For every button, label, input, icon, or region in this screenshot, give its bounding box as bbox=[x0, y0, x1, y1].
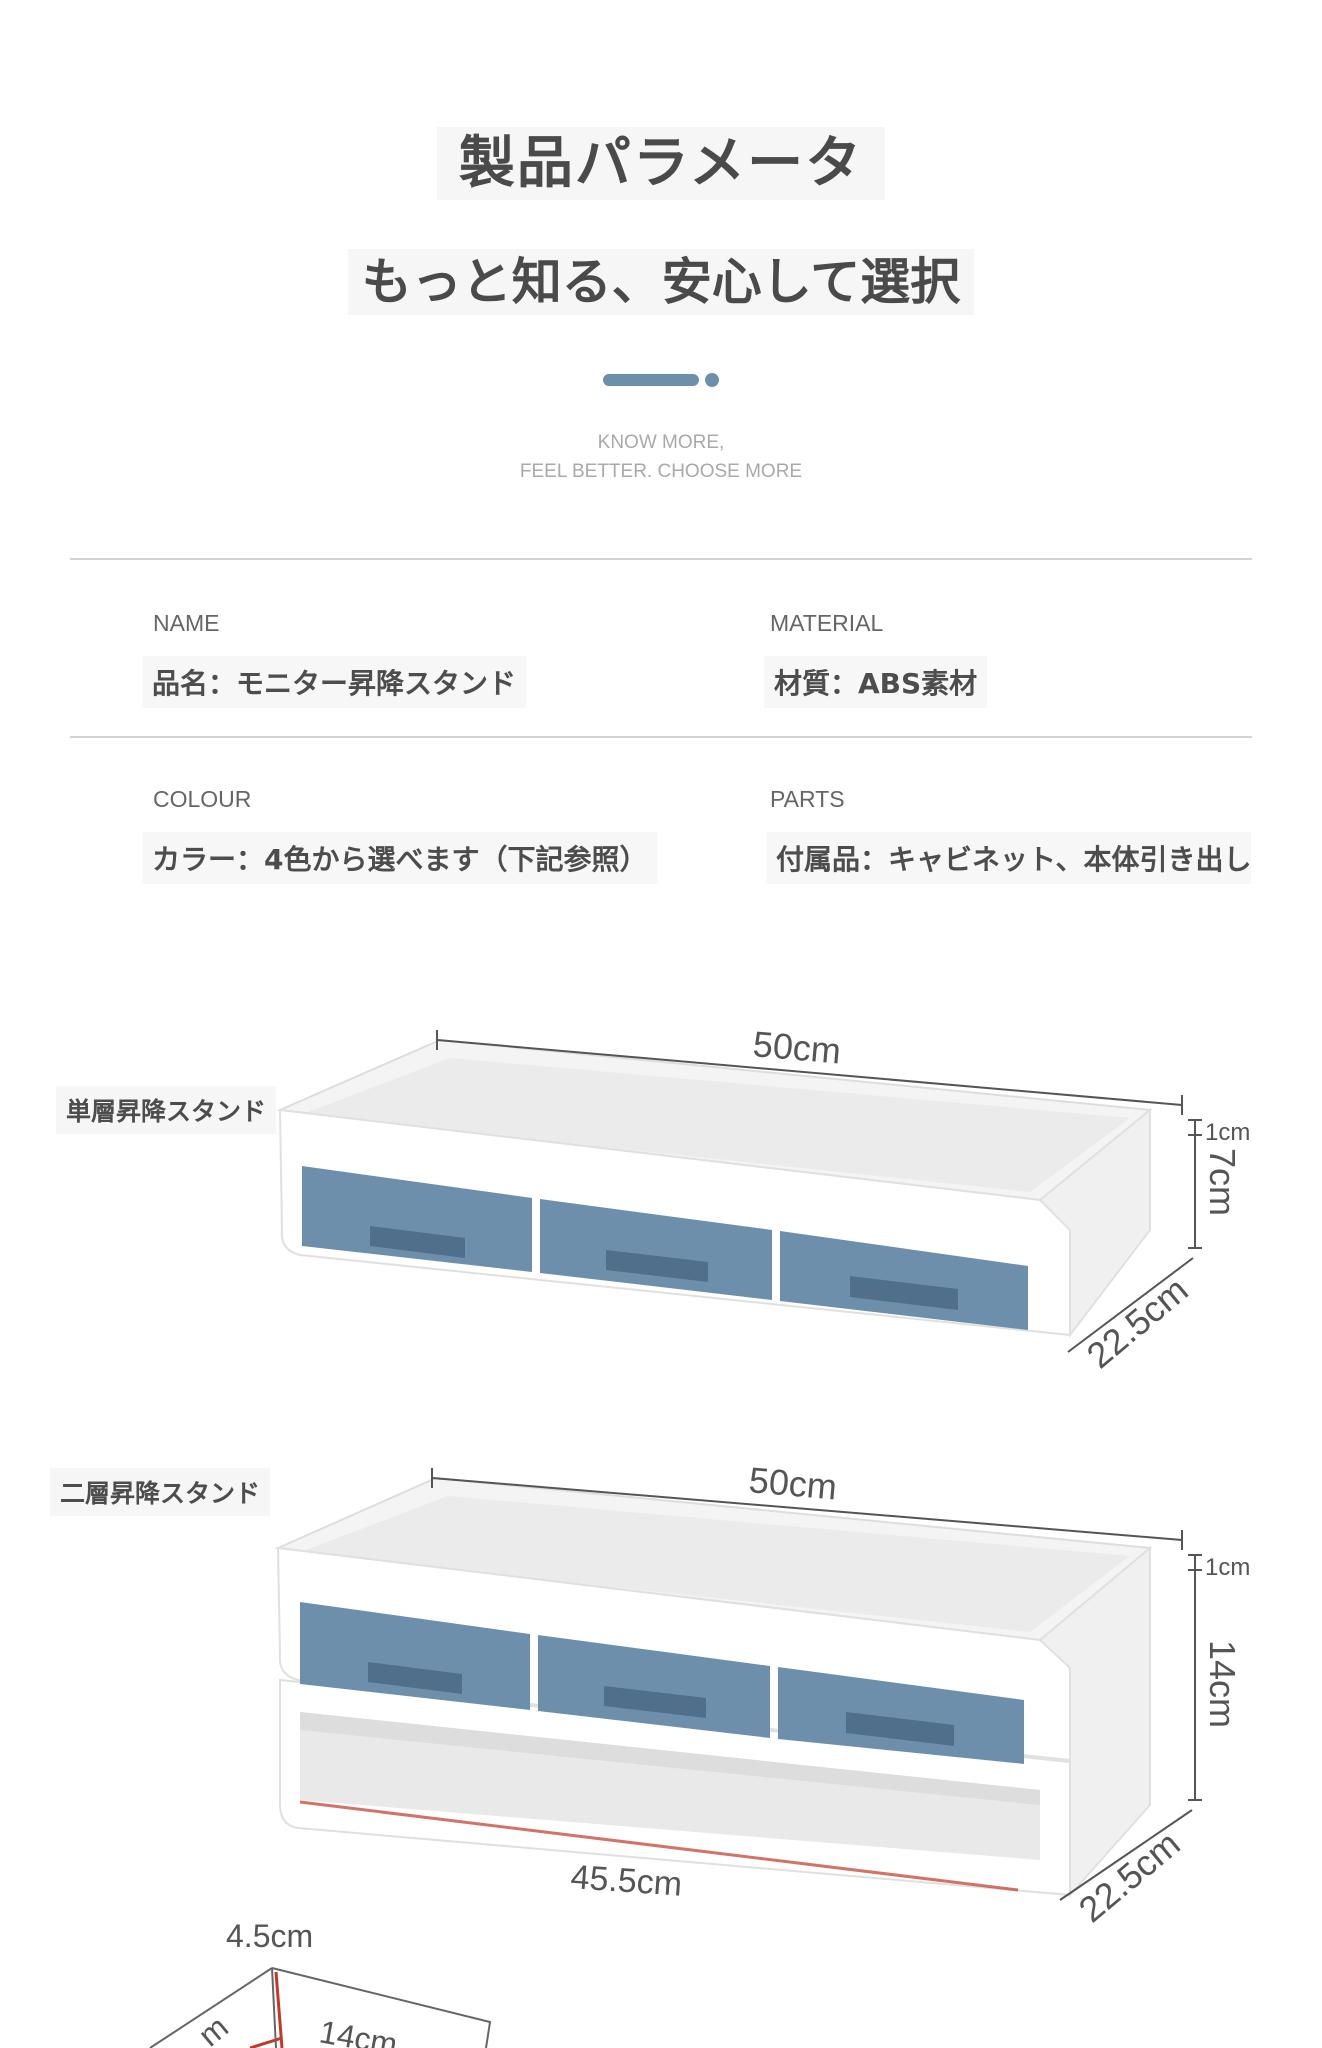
detail-dim-b: 14cm bbox=[317, 2013, 400, 2048]
parts-value: 付属品：キャビネット、本体引き出し bbox=[766, 832, 1252, 884]
material-label: MATERIAL bbox=[770, 610, 884, 636]
accent-dot bbox=[705, 373, 719, 387]
parts-label: PARTS bbox=[770, 786, 845, 812]
detail-dim-c: m bbox=[191, 2009, 235, 2048]
single-tier-diagram: 50cm 1cm 7cm 22.5cm bbox=[276, 1023, 1250, 1376]
detail-dim-a: 4.5cm bbox=[226, 1918, 313, 1954]
cabinet-detail-diagram: 4.5cm 14cm m bbox=[149, 1918, 492, 2048]
single-tier-caption: 単層昇降スタンド bbox=[56, 1086, 277, 1134]
single-height-label: 7cm bbox=[1202, 1148, 1243, 1216]
material-value: 材質：ABS素材 bbox=[764, 656, 988, 708]
double-tier-diagram: 50cm 1cm 14cm 22.5cm 45.5cm bbox=[274, 1459, 1250, 1930]
drawer-fronts bbox=[300, 1602, 1024, 1764]
inner-width-label: 45.5cm bbox=[569, 1858, 683, 1904]
divider bbox=[70, 558, 1252, 560]
colour-value: カラー：4色から選べます（下記参照） bbox=[142, 832, 658, 884]
name-value: 品名：モニター昇降スタンド bbox=[142, 656, 527, 708]
double-height-label: 14cm bbox=[1202, 1640, 1243, 1728]
colour-label: COLOUR bbox=[153, 786, 252, 812]
single-width-label: 50cm bbox=[751, 1023, 842, 1072]
page-title: 製品パラメータ bbox=[0, 118, 1322, 200]
english-tagline-1: KNOW MORE, bbox=[597, 432, 725, 453]
accent-bar bbox=[603, 374, 699, 386]
name-label: NAME bbox=[153, 610, 220, 636]
divider bbox=[70, 736, 1252, 738]
double-top-label: 1cm bbox=[1205, 1554, 1250, 1581]
page-subtitle: もっと知る、安心して選択 bbox=[0, 242, 1322, 315]
english-tagline-2: FEEL BETTER. CHOOSE MORE bbox=[519, 461, 803, 482]
double-tier-caption: 二層昇降スタンド bbox=[50, 1468, 271, 1516]
drawer-fronts bbox=[302, 1166, 1028, 1330]
single-top-label: 1cm bbox=[1205, 1119, 1250, 1146]
double-width-label: 50cm bbox=[747, 1459, 838, 1508]
